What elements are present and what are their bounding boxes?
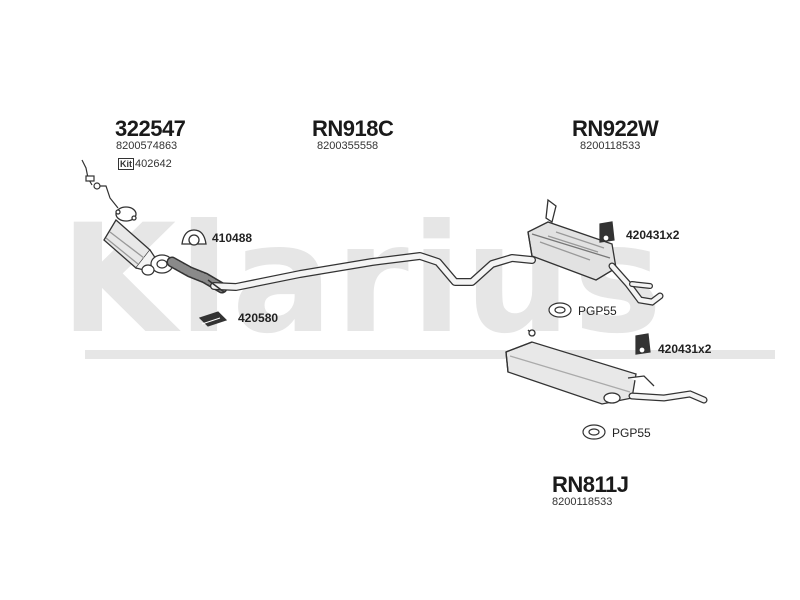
accessory-label-hanger-upper: 420431x2	[626, 228, 680, 242]
hanger-upper-icon[interactable]	[599, 221, 615, 243]
kit-badge: Kit	[118, 158, 134, 170]
kit-number: 402642	[135, 158, 172, 170]
middle-pipe[interactable]	[166, 252, 536, 294]
accessory-label-clamp: 420580	[238, 311, 279, 325]
accessory-label-ring-upper: PGP55	[578, 304, 617, 318]
catalytic-converter[interactable]	[103, 206, 159, 273]
oem-number-rear-upper: 8200118533	[580, 140, 641, 152]
hanger-lower-icon[interactable]	[635, 333, 651, 355]
clamp-420580-icon[interactable]	[198, 311, 228, 327]
part-number-rear-upper: RN922W	[572, 116, 659, 141]
part-number-rear-lower: RN811J	[552, 472, 629, 497]
ring-lower-icon[interactable]	[582, 424, 606, 440]
part-number-front: 322547	[115, 116, 186, 141]
accessory-label-ring-lower: PGP55	[612, 426, 651, 440]
oem-number-middle: 8200355558	[317, 140, 379, 152]
oem-number-front: 8200574863	[116, 140, 178, 152]
flange-gasket[interactable]	[141, 254, 174, 276]
rear-silencer-lower[interactable]	[505, 329, 708, 405]
accessory-label-hanger-lower: 420431x2	[658, 342, 712, 356]
oem-number-rear-lower: 8200118533	[552, 496, 613, 508]
part-number-middle: RN918C	[312, 116, 394, 141]
lambda-sensor[interactable]	[81, 159, 119, 209]
ring-upper-icon[interactable]	[548, 302, 572, 318]
watermark-underline	[85, 350, 775, 359]
kit-number-front: Kit 402642	[118, 158, 172, 170]
rear-silencer-upper[interactable]	[527, 198, 664, 306]
gasket-410488-icon[interactable]	[181, 229, 207, 246]
accessory-label-gasket: 410488	[212, 231, 253, 245]
